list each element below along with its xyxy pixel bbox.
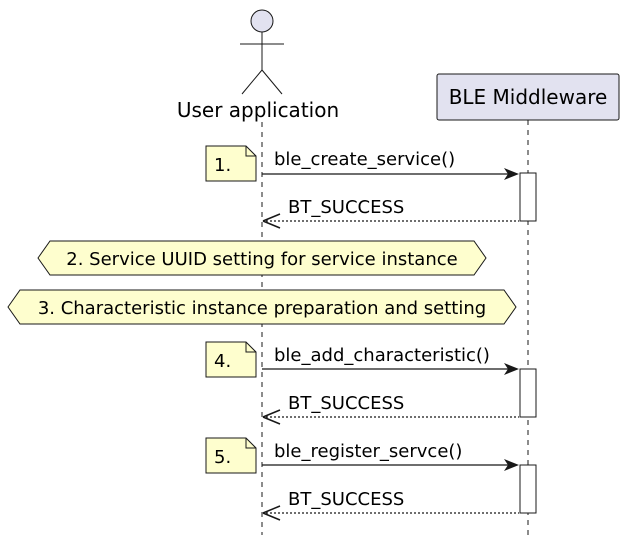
activation-bar (519, 464, 537, 514)
activation-bar (519, 368, 537, 418)
middleware-participant: BLE Middleware (436, 73, 620, 121)
actor-right-leg (261, 69, 283, 95)
reply-message-label: BT_SUCCESS (288, 489, 404, 510)
step-number: 5. (214, 447, 231, 468)
actor-head-icon (250, 9, 274, 33)
middleware-participant-label: BLE Middleware (449, 85, 608, 109)
actor-left-leg (241, 69, 263, 95)
user-actor: User application (177, 9, 339, 122)
step-note-4: 4. (205, 341, 257, 378)
reply-message-label: BT_SUCCESS (288, 393, 404, 414)
reply-arrowhead-icon (262, 505, 281, 521)
reply-arrowhead-icon (262, 213, 281, 229)
activation-bar (519, 172, 537, 222)
user-actor-label: User application (177, 98, 339, 122)
call-message-label: ble_add_characteristic() (274, 345, 490, 366)
call-arrowhead-icon (504, 168, 519, 180)
call-message-label: ble_create_service() (274, 149, 455, 170)
step-note-5: 5. (205, 437, 257, 474)
call-message-label: ble_register_servce() (274, 441, 462, 462)
step-note-3: 3. Characteristic instance preparation a… (7, 289, 517, 325)
call-arrowhead-icon (504, 363, 519, 375)
hexagon-note-label: 2. Service UUID setting for service inst… (66, 249, 457, 270)
reply-arrowhead-icon (262, 409, 281, 425)
middleware-participant-box (436, 73, 620, 121)
hexagon-note-label: 3. Characteristic instance preparation a… (38, 298, 486, 319)
step-number: 4. (214, 351, 231, 372)
step-number: 1. (214, 155, 231, 176)
reply-message-label: BT_SUCCESS (288, 197, 404, 218)
call-arrowhead-icon (504, 459, 519, 471)
step-note-1: 1. (205, 145, 257, 182)
step-note-2: 2. Service UUID setting for service inst… (37, 240, 487, 276)
